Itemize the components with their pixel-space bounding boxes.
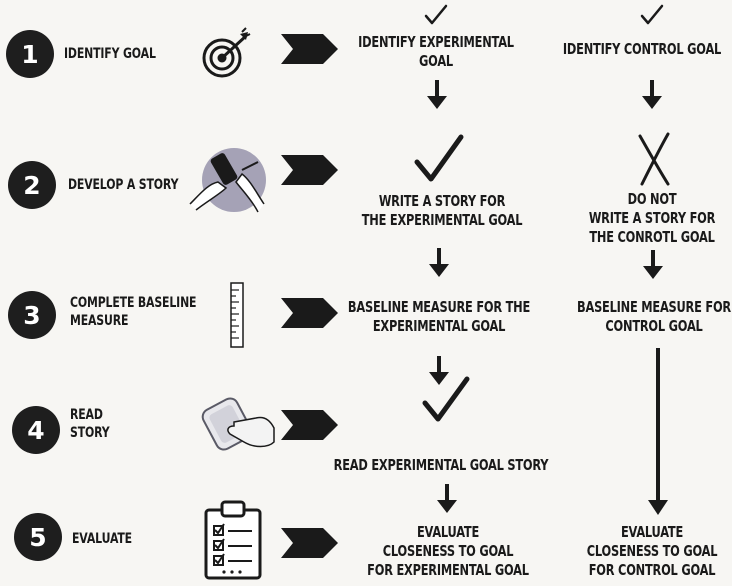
clipboard-checklist-icon bbox=[204, 500, 262, 580]
down-arrow-icon bbox=[643, 250, 663, 279]
down-arrow-icon bbox=[648, 348, 668, 515]
down-arrow-icon bbox=[427, 80, 447, 109]
check-mark-icon bbox=[422, 376, 470, 422]
check-mark-icon bbox=[414, 134, 464, 182]
target-icon bbox=[200, 27, 252, 82]
step-2-label: DEVELOP A STORY bbox=[68, 177, 179, 193]
step-3-number: 3 bbox=[8, 291, 56, 339]
check-mark-icon bbox=[640, 4, 664, 25]
chevron-arrow-icon bbox=[281, 410, 338, 440]
step-5-number: 5 bbox=[14, 513, 62, 561]
step-4-number: 4 bbox=[12, 406, 60, 454]
check-mark-icon bbox=[424, 4, 448, 25]
experimental-step-4-text: READ EXPERIMENTAL GOAL STORY bbox=[333, 456, 549, 474]
chevron-arrow-icon bbox=[281, 298, 338, 328]
down-arrow-icon bbox=[429, 356, 449, 385]
writing-on-phone-icon bbox=[186, 148, 268, 214]
down-arrow-icon bbox=[429, 248, 449, 277]
ruler-icon bbox=[228, 282, 248, 348]
step-1-number: 1 bbox=[6, 30, 54, 78]
step-2-number: 2 bbox=[8, 161, 56, 209]
chevron-arrow-icon bbox=[281, 528, 338, 558]
control-step-1-text: IDENTIFY CONTROL GOAL bbox=[562, 40, 722, 58]
down-arrow-icon bbox=[642, 80, 662, 109]
down-arrow-icon bbox=[437, 484, 457, 513]
x-mark-icon bbox=[638, 132, 670, 186]
step-1-label: IDENTIFY GOAL bbox=[64, 46, 156, 62]
chevron-arrow-icon bbox=[281, 155, 338, 185]
hand-holding-phone-icon bbox=[201, 397, 278, 452]
chevron-arrow-icon bbox=[281, 34, 338, 64]
step-5-label: EVALUATE bbox=[72, 531, 132, 547]
